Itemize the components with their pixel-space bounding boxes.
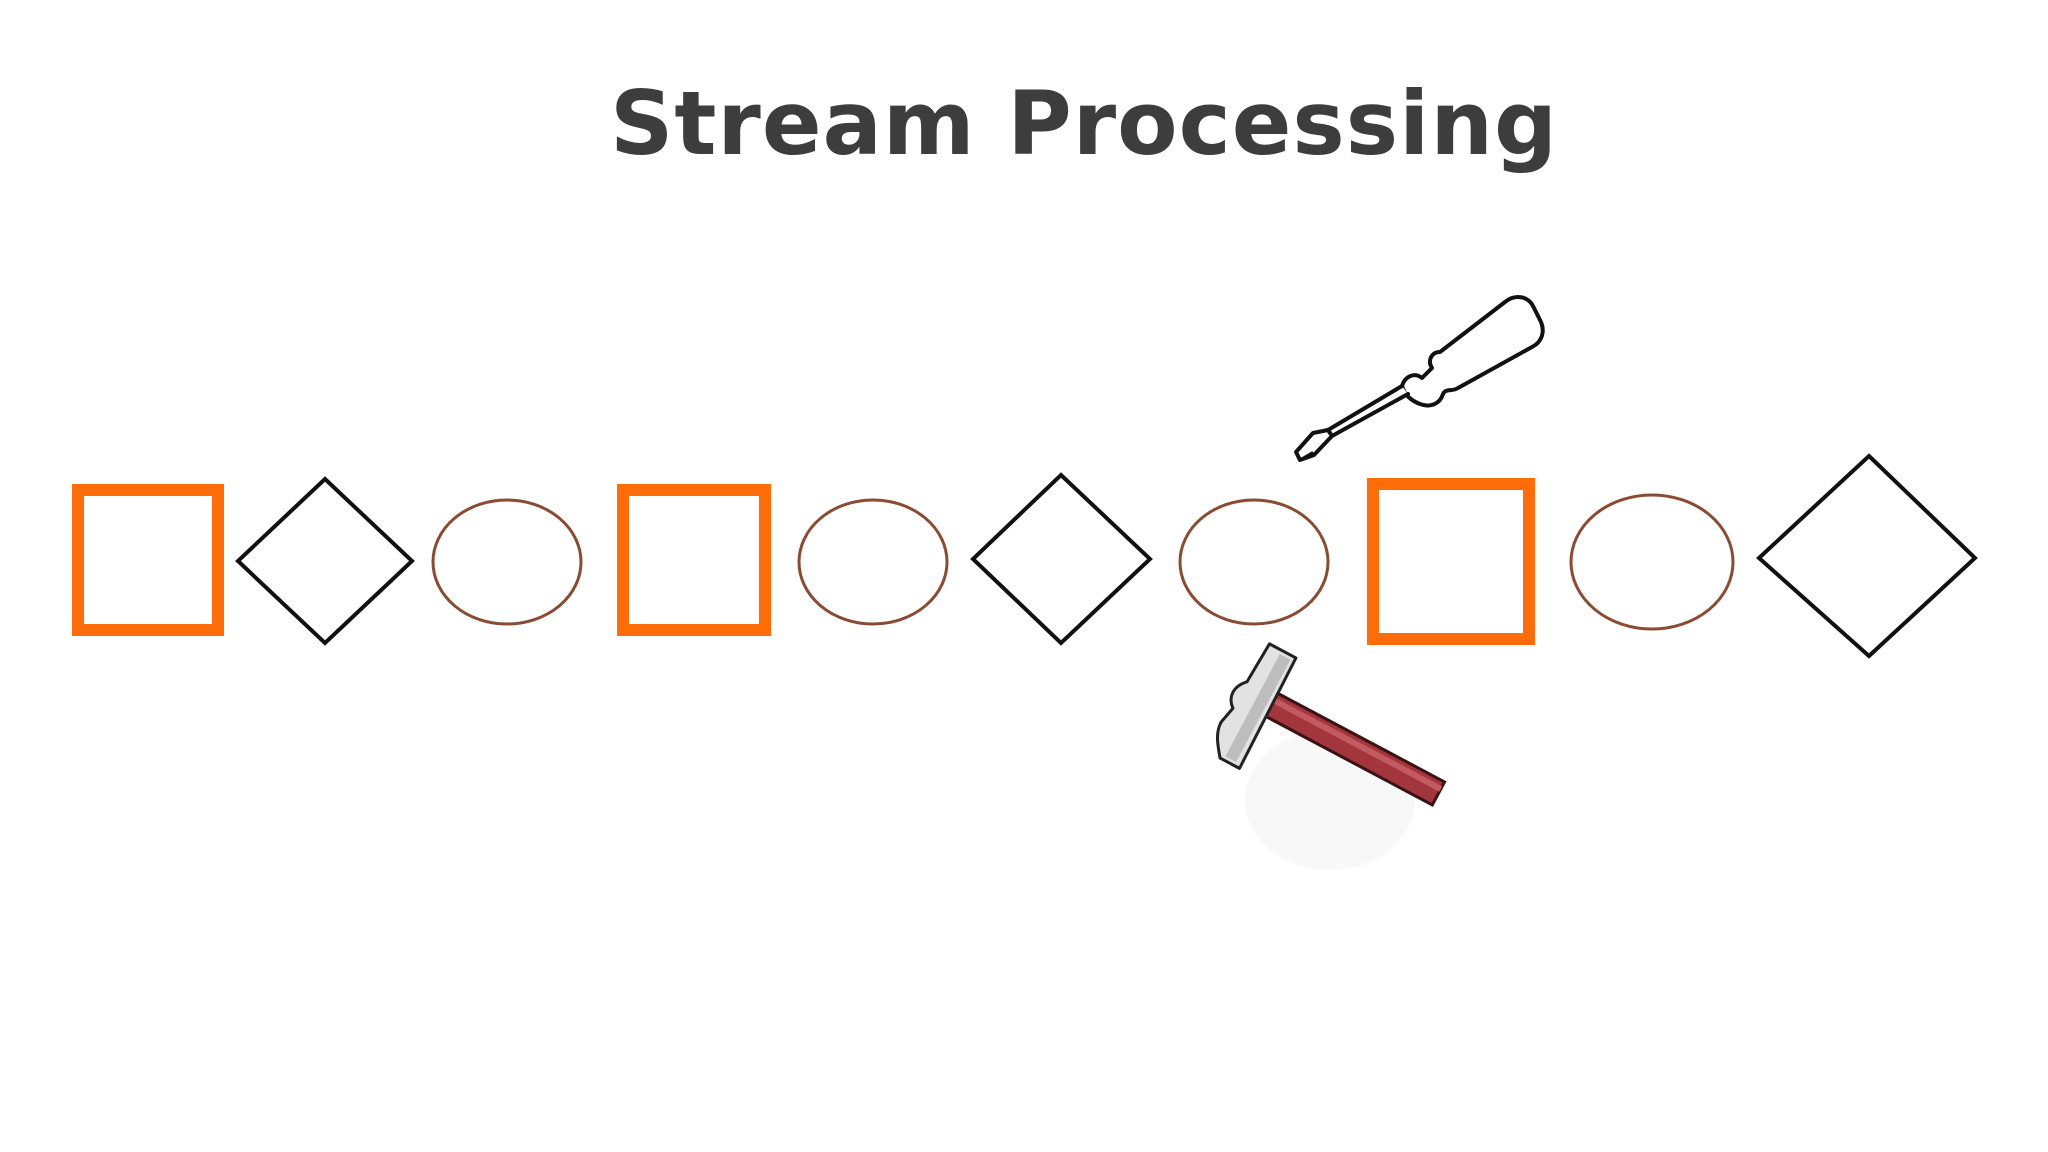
stream-item-square	[617, 484, 771, 636]
stream-items	[72, 453, 1978, 659]
stream-item-square	[72, 484, 224, 636]
screwdriver-icon	[1294, 295, 1545, 462]
page-title: Stream Processing	[609, 72, 1558, 175]
stream-item-diamond	[235, 476, 415, 646]
stream-item-diamond	[970, 472, 1153, 646]
stream-item-circle	[797, 498, 949, 626]
hammer-icon	[1216, 642, 1447, 870]
stream-item-circle	[1178, 498, 1330, 626]
stream-item-circle	[431, 498, 583, 626]
stream-item-diamond	[1756, 453, 1978, 659]
stream-item-square	[1367, 478, 1535, 645]
stream-item-circle	[1569, 493, 1735, 631]
